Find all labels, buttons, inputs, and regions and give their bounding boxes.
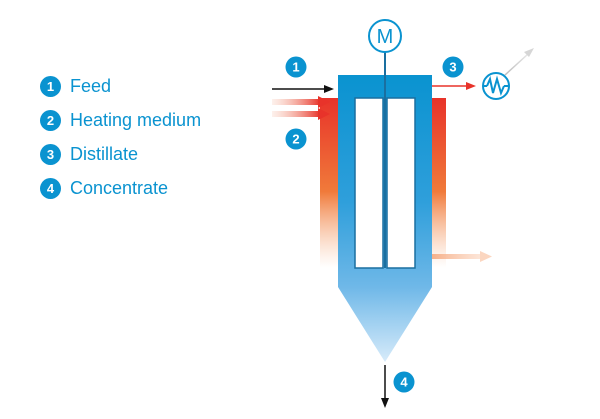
legend-badge: 3 [40,143,61,165]
vessel-cone [338,287,432,362]
feed-badge-circle [285,56,307,78]
legend-badge: 2 [40,109,61,131]
heating-badge: 2 [292,132,299,147]
feed-arrow [272,85,334,93]
concentrate-arrow [381,365,389,408]
heating-outlet-arrow [432,251,492,262]
legend-badge: 4 [40,177,61,199]
motor-icon [368,19,402,53]
heating-badge-circle [285,128,307,150]
distillate-badge-circle [442,56,464,78]
legend-label: Distillate [70,143,139,164]
legend-item-feed: 1 Feed [40,69,201,103]
legend-label: Concentrate [70,177,169,198]
legend-item-distillate: 3 Distillate [40,137,201,171]
concentrate-badge-circle [393,371,415,393]
legend: 1 Feed 2 Heating medium 3 Distillate 4 C… [40,69,201,205]
motor-label: M [377,26,394,48]
heating-jacket-right [432,98,446,268]
legend-badge: 1 [40,75,61,97]
rotor-right [386,97,416,269]
distillate-arrow [432,82,476,90]
legend-label: Heating medium [70,109,202,130]
heating-inlet-arrows [272,96,330,120]
legend-item-concentrate: 4 Concentrate [40,171,201,205]
vent-arrow [504,48,534,76]
legend-label: Feed [70,75,112,96]
feed-badge: 1 [292,60,299,75]
legend-item-heating-medium: 2 Heating medium [40,103,201,137]
heating-jacket-left [320,98,338,268]
heat-exchanger-icon [482,72,510,100]
concentrate-badge: 4 [400,375,408,390]
distillate-badge: 3 [449,60,456,75]
rotor-left [354,97,384,269]
